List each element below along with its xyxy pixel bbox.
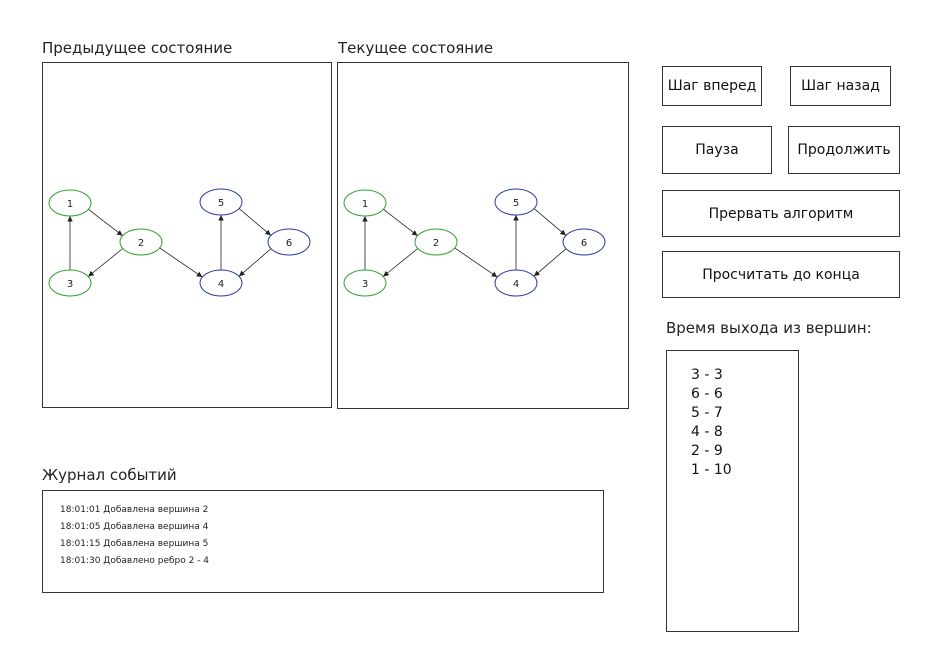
node-label: 6 bbox=[581, 238, 587, 249]
node-5[interactable]: 5 bbox=[494, 188, 538, 216]
current-state-panel: 1 2 3 4 5 6 bbox=[337, 62, 629, 409]
exit-time-item: 4 - 8 bbox=[691, 424, 723, 440]
current-graph: 1 2 3 4 5 6 bbox=[343, 188, 606, 297]
node-label: 1 bbox=[362, 199, 368, 210]
step-forward-button[interactable]: Шаг вперед bbox=[662, 66, 762, 106]
exit-times-title: Время выхода из вершин: bbox=[666, 319, 872, 337]
edge-1-2 bbox=[383, 208, 418, 237]
node-4[interactable]: 4 bbox=[199, 269, 243, 297]
node-5[interactable]: 5 bbox=[199, 188, 243, 216]
resume-button[interactable]: Продолжить bbox=[788, 126, 900, 174]
exit-time-item: 3 - 3 bbox=[691, 367, 723, 383]
edge-2-4 bbox=[159, 247, 203, 278]
node-label: 4 bbox=[218, 279, 224, 290]
exit-time-item: 1 - 10 bbox=[691, 462, 732, 478]
pause-button[interactable]: Пауза bbox=[662, 126, 772, 174]
exit-times-list: 3 - 3 6 - 6 5 - 7 4 - 8 2 - 9 1 - 10 bbox=[666, 350, 799, 632]
exit-time-item: 5 - 7 bbox=[691, 405, 723, 421]
node-2[interactable]: 2 bbox=[414, 228, 458, 256]
node-6[interactable]: 6 bbox=[267, 228, 311, 256]
node-3[interactable]: 3 bbox=[343, 269, 387, 297]
edge-6-4 bbox=[238, 248, 272, 277]
current-state-title: Текущее состояние bbox=[338, 39, 494, 57]
node-label: 3 bbox=[67, 279, 73, 290]
step-back-button[interactable]: Шаг назад bbox=[790, 66, 891, 106]
node-3[interactable]: 3 bbox=[48, 269, 92, 297]
exit-time-item: 6 - 6 bbox=[691, 386, 723, 402]
log-entry: 18:01:01 Добавлена вершина 2 bbox=[60, 505, 209, 515]
previous-state-title: Предыдущее состояние bbox=[42, 39, 233, 57]
edge-5-6 bbox=[533, 208, 567, 236]
node-label: 2 bbox=[138, 238, 144, 249]
node-6[interactable]: 6 bbox=[562, 228, 606, 256]
edge-2-3 bbox=[87, 248, 124, 277]
node-4[interactable]: 4 bbox=[494, 269, 538, 297]
log-entry: 18:01:30 Добавлено ребро 2 - 4 bbox=[60, 556, 210, 566]
compute-to-end-button[interactable]: Просчитать до конца bbox=[662, 251, 900, 298]
node-1[interactable]: 1 bbox=[48, 189, 92, 217]
exit-time-item: 2 - 9 bbox=[691, 443, 723, 459]
edge-6-4 bbox=[533, 248, 567, 277]
log-entry: 18:01:05 Добавлена вершина 4 bbox=[60, 522, 209, 532]
node-label: 4 bbox=[513, 279, 519, 290]
node-label: 5 bbox=[513, 198, 519, 209]
node-1[interactable]: 1 bbox=[343, 189, 387, 217]
node-label: 2 bbox=[433, 238, 439, 249]
edge-2-3 bbox=[382, 248, 419, 277]
node-2[interactable]: 2 bbox=[119, 228, 163, 256]
edge-1-2 bbox=[88, 208, 123, 237]
edge-5-6 bbox=[238, 208, 272, 236]
node-label: 1 bbox=[67, 199, 73, 210]
node-label: 6 bbox=[286, 238, 292, 249]
node-label: 3 bbox=[362, 279, 368, 290]
previous-graph: 1 2 3 4 5 6 bbox=[48, 188, 311, 297]
edge-2-4 bbox=[454, 247, 498, 278]
abort-algorithm-button[interactable]: Прервать алгоритм bbox=[662, 190, 900, 237]
log-entry: 18:01:15 Добавлена вершина 5 bbox=[60, 539, 209, 549]
event-log-title: Журнал событий bbox=[42, 466, 177, 484]
event-log-panel[interactable]: 18:01:01 Добавлена вершина 2 18:01:05 До… bbox=[42, 490, 604, 593]
node-label: 5 bbox=[218, 198, 224, 209]
previous-state-panel: 1 2 3 4 5 6 bbox=[42, 62, 332, 408]
